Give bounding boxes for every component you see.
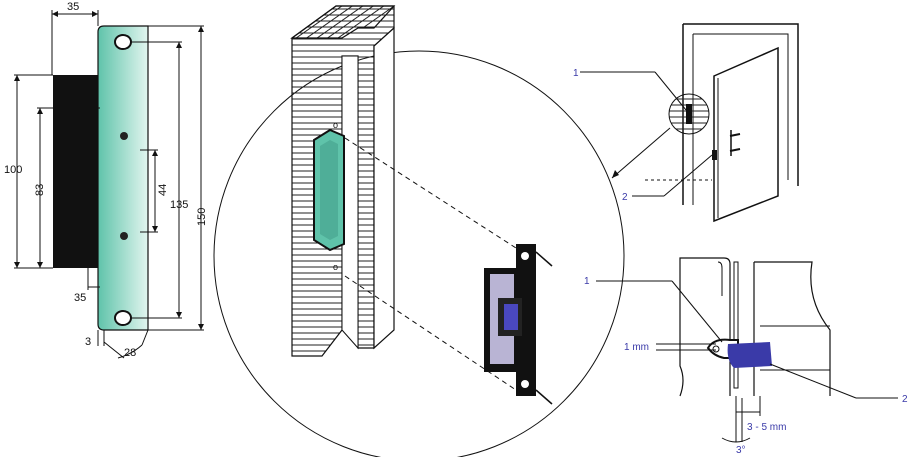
door-leaf [713, 46, 779, 223]
door-overview: 1 2 [573, 23, 799, 223]
dim-height-150: 150 [196, 208, 208, 226]
screw-small-top [120, 132, 128, 140]
clearance-label: 1 mm [624, 342, 649, 353]
callout-strike-section: 1 [584, 276, 590, 287]
callout-bolt-section: 2 [902, 394, 908, 405]
callout-strike: 1 [573, 68, 579, 79]
frame-top-face [290, 5, 396, 39]
dim-height-83: 83 [34, 184, 46, 196]
screw-hole-top [114, 34, 132, 50]
detail-circle [213, 50, 625, 457]
dim-height-135: 135 [170, 199, 188, 211]
svg-text:o: o [333, 120, 338, 130]
screw-hole-bottom [114, 310, 132, 326]
dim-width-bottom: 35 [74, 292, 86, 304]
dim-height-100: 100 [4, 164, 22, 176]
dim-thickness: 3 [85, 336, 91, 348]
strike-dimension-drawing: 35 100 83 44 135 150 35 3 28 [4, 1, 208, 359]
strike-faceplate [97, 25, 149, 331]
callout-latch: 2 [622, 192, 628, 203]
electric-strike [484, 244, 553, 405]
gap-section-detail: 1 2 1 mm 3 - 5 mm 3° [584, 257, 908, 456]
angle-label: 3° [736, 445, 746, 456]
screw-small-bottom [120, 232, 128, 240]
frame-installation-view: o o [213, 5, 625, 457]
dim-height-44: 44 [157, 184, 169, 196]
latch-bolt [727, 342, 772, 368]
dim-angle-width: 28 [124, 347, 136, 359]
gap-label: 3 - 5 mm [747, 422, 786, 433]
dim-width-top: 35 [67, 1, 79, 13]
svg-text:o: o [333, 262, 338, 272]
